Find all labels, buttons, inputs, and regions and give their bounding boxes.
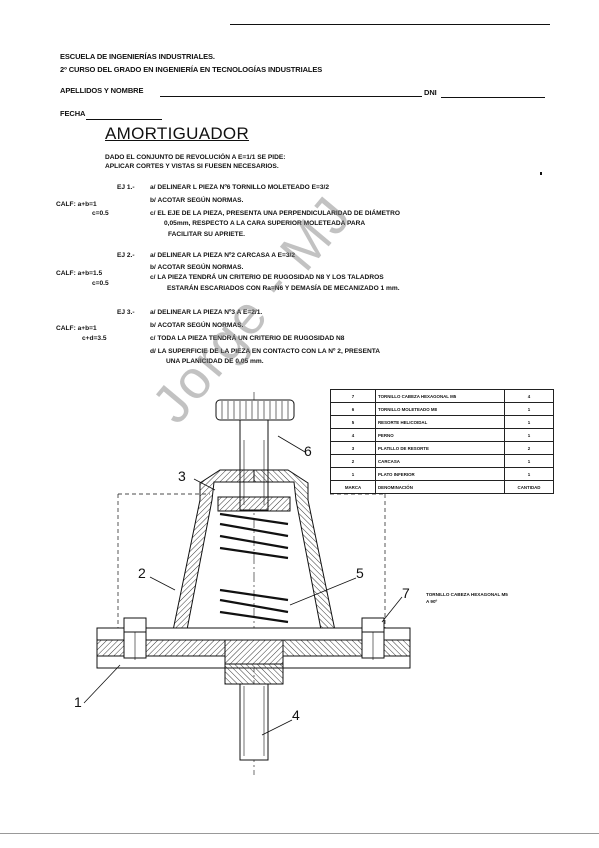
ex1-calf-1: CALF: a+b=1 (56, 201, 97, 208)
ex2-item-b: b/ ACOTAR SEGÚN NORMAS. (150, 264, 244, 271)
ex2-item-a: a/ DELINEAR LA PIEZA Nº2 CARCASA A E=3/2 (150, 252, 295, 259)
ex3-item-d2: UNA PLANICIDAD DE 0,05 mm. (166, 358, 264, 365)
top-rule (230, 24, 550, 25)
note-7-line-2: A 90º (426, 599, 438, 604)
name-field-line (160, 96, 422, 97)
note-7-line-1: TORNILLO CABEZA HEXAGONAL M5 (426, 592, 508, 597)
dni-field-line (441, 97, 545, 98)
ex2-calf-2: c=0.5 (92, 280, 109, 287)
ex3-item-a: a/ DELINEAR LA PIEZA Nº3 A E=2/1. (150, 309, 263, 316)
ex1-label: EJ 1.- (117, 184, 135, 191)
ex3-calf-2: c+d=3.5 (82, 335, 107, 342)
dni-label: DNI (424, 88, 437, 97)
ex2-item-c2: ESTARÁN ESCARIADOS CON Ra=N6 Y DEMASÍA D… (167, 285, 400, 292)
ex3-item-d: d/ LA SUPERFICIE DE LA PIEZA EN CONTACTO… (150, 348, 381, 355)
ex1-item-b: b/ ACOTAR SEGÚN NORMAS. (150, 197, 244, 204)
date-field-line (86, 119, 162, 120)
callout-7: 7 (402, 585, 410, 601)
ex1-item-c: c/ EL EJE DE LA PIEZA, PRESENTA UNA PERP… (150, 210, 400, 217)
ex3-item-c: c/ TODA LA PIEZA TENDRÁ UN CRITERIO DE R… (150, 335, 345, 342)
intro-line-2: APLICAR CORTES Y VISTAS SI FUESEN NECESA… (105, 163, 279, 170)
school-name: ESCUELA DE INGENIERÍAS INDUSTRIALES. (60, 52, 215, 61)
callout-2: 2 (138, 565, 146, 581)
bottom-rule (0, 833, 599, 834)
callout-6: 6 (304, 443, 312, 459)
ex2-item-c: c/ LA PIEZA TENDRÁ UN CRITERIO DE RUGOSI… (150, 274, 384, 281)
ex1-item-c3: FACILITAR SU APRIETE. (168, 231, 245, 238)
ex3-item-b: b/ ACOTAR SEGÚN NORMAS. (150, 322, 244, 329)
margin-mark (540, 172, 542, 175)
callout-5: 5 (356, 565, 364, 581)
ex3-label: EJ 3.- (117, 309, 135, 316)
intro-line-1: DADO EL CONJUNTO DE REVOLUCIÓN A E=1/1 S… (105, 154, 286, 161)
ex1-calf-2: c=0.5 (92, 210, 109, 217)
ex3-calf-1: CALF: a+b=1 (56, 325, 97, 332)
ex1-item-a: a/ DELINEAR L PIEZA Nº6 TORNILLO MOLETEA… (150, 184, 330, 191)
name-label: APELLIDOS Y NOMBRE (60, 86, 144, 95)
ex1-item-c2: 0,05mm, RESPECTO A LA CARA SUPERIOR MOLE… (164, 220, 366, 227)
ex2-label: EJ 2.- (117, 252, 135, 259)
ex2-calf-1: CALF: a+b=1.5 (56, 270, 103, 277)
page-title: AMORTIGUADOR (105, 124, 250, 143)
callout-1: 1 (74, 694, 82, 710)
callout-4: 4 (292, 707, 300, 723)
date-label: FECHA (60, 109, 86, 118)
callout-3: 3 (178, 468, 186, 484)
course-name: 2º CURSO DEL GRADO EN INGENIERÍA EN TECN… (60, 65, 323, 74)
